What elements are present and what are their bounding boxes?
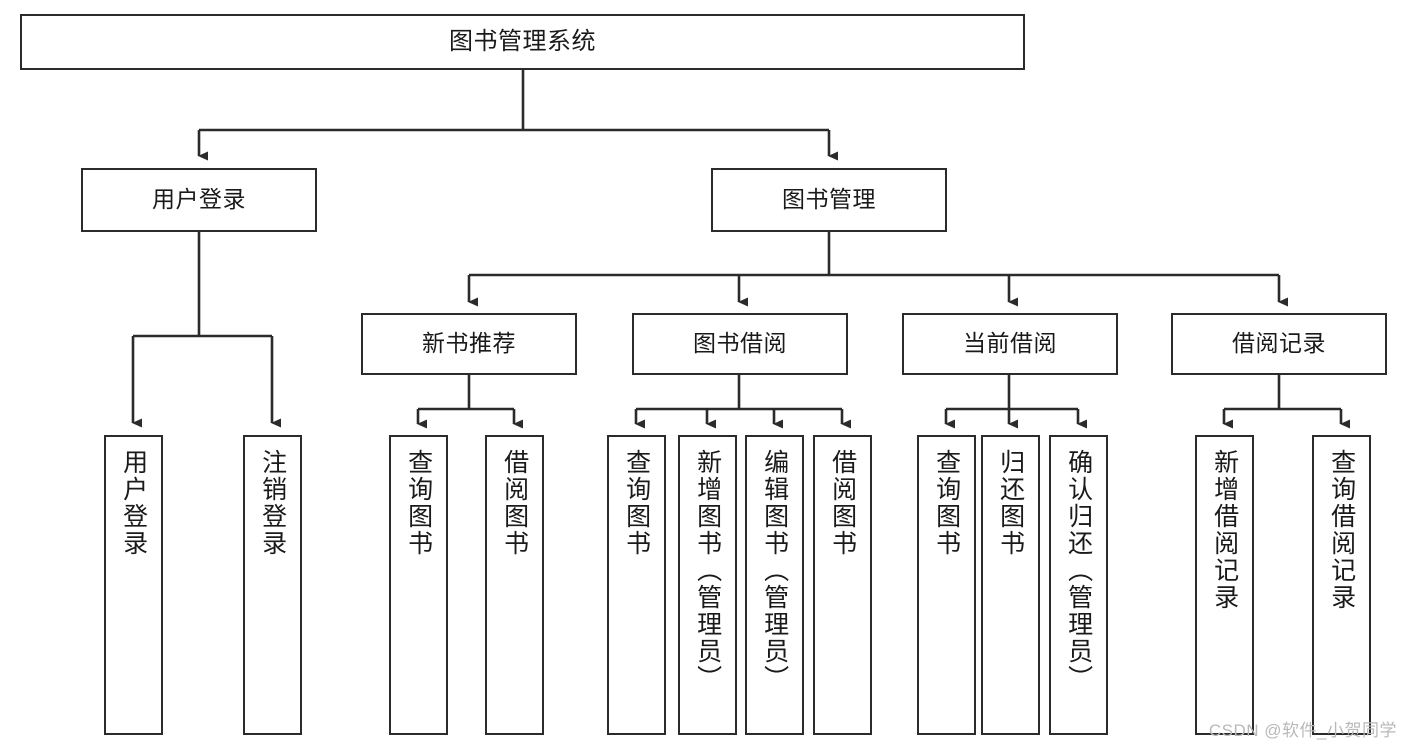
node-root-system[interactable]: 图书管理系统 <box>20 14 1025 70</box>
node-leaf-edit-book-label: 编辑图书（管理员） <box>760 449 789 692</box>
node-leaf-user-login[interactable]: 用户登录 <box>104 435 163 735</box>
node-leaf-return-book-label: 归还图书 <box>996 449 1025 557</box>
node-leaf-query-record[interactable]: 查询借阅记录 <box>1312 435 1371 735</box>
node-leaf-add-record[interactable]: 新增借阅记录 <box>1195 435 1254 735</box>
node-leaf-edit-book[interactable]: 编辑图书（管理员） <box>745 435 804 735</box>
node-leaf-borrow-book-2-label: 借阅图书 <box>828 449 857 557</box>
node-leaf-query-book-1-label: 查询图书 <box>404 449 433 557</box>
node-root-system-label: 图书管理系统 <box>449 27 596 55</box>
node-current-borrow-label: 当前借阅 <box>963 330 1057 357</box>
node-leaf-confirm-return[interactable]: 确认归还（管理员） <box>1049 435 1108 735</box>
node-user-login[interactable]: 用户登录 <box>81 168 317 232</box>
node-book-borrow[interactable]: 图书借阅 <box>632 313 848 375</box>
node-new-book-recommend-label: 新书推荐 <box>422 330 516 357</box>
node-leaf-borrow-book-2[interactable]: 借阅图书 <box>813 435 872 735</box>
node-user-login-label: 用户登录 <box>152 186 246 213</box>
watermark-text: CSDN @软件_小贺同学 <box>1208 721 1397 740</box>
node-leaf-query-book-2-label: 查询图书 <box>622 449 651 557</box>
node-leaf-return-book[interactable]: 归还图书 <box>981 435 1040 735</box>
node-leaf-logout-login[interactable]: 注销登录 <box>243 435 302 735</box>
node-leaf-confirm-return-label: 确认归还（管理员） <box>1064 449 1093 692</box>
node-leaf-borrow-book-1-label: 借阅图书 <box>500 449 529 557</box>
node-book-manage-label: 图书管理 <box>782 186 876 213</box>
node-current-borrow[interactable]: 当前借阅 <box>902 313 1118 375</box>
node-book-borrow-label: 图书借阅 <box>693 330 787 357</box>
node-leaf-borrow-book-1[interactable]: 借阅图书 <box>485 435 544 735</box>
node-leaf-query-record-label: 查询借阅记录 <box>1327 449 1356 611</box>
node-leaf-query-book-2[interactable]: 查询图书 <box>607 435 666 735</box>
node-leaf-logout-login-label: 注销登录 <box>258 449 287 557</box>
node-leaf-add-record-label: 新增借阅记录 <box>1210 449 1239 611</box>
node-leaf-query-book-1[interactable]: 查询图书 <box>389 435 448 735</box>
node-leaf-query-book-3-label: 查询图书 <box>932 449 961 557</box>
node-book-manage[interactable]: 图书管理 <box>711 168 947 232</box>
node-leaf-add-book-label: 新增图书（管理员） <box>693 449 722 692</box>
node-borrow-record[interactable]: 借阅记录 <box>1171 313 1387 375</box>
node-leaf-add-book[interactable]: 新增图书（管理员） <box>678 435 737 735</box>
node-new-book-recommend[interactable]: 新书推荐 <box>361 313 577 375</box>
node-leaf-user-login-label: 用户登录 <box>119 449 148 557</box>
node-borrow-record-label: 借阅记录 <box>1232 330 1326 357</box>
node-leaf-query-book-3[interactable]: 查询图书 <box>917 435 976 735</box>
